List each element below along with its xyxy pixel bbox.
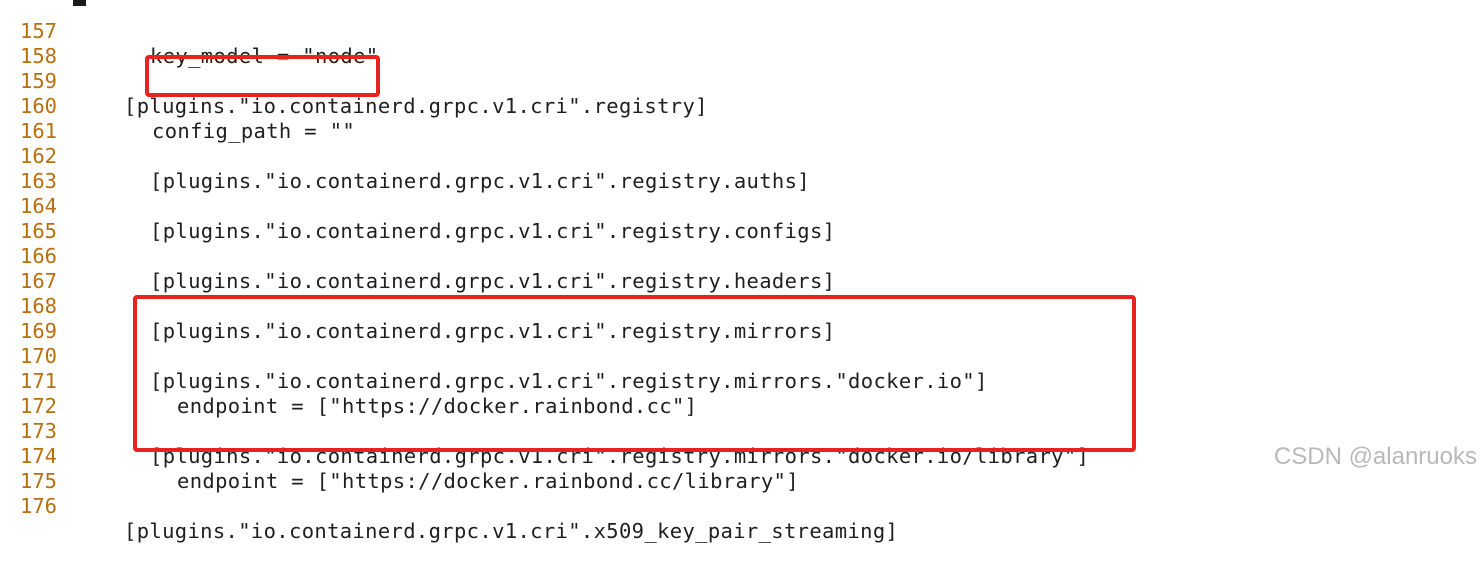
- line-number: 165: [20, 219, 58, 243]
- line-number: 176: [20, 494, 58, 518]
- code-text: endpoint = ["https://docker.rainbond.cc"…: [177, 394, 698, 418]
- code-text: [plugins."io.containerd.grpc.v1.cri".reg…: [150, 169, 810, 193]
- line-number: 157: [20, 19, 58, 43]
- code-text: [plugins."io.containerd.grpc.v1.cri".reg…: [150, 219, 836, 243]
- line-number: 174: [20, 444, 58, 468]
- line-number: 167: [20, 269, 58, 293]
- line-number: 163: [20, 169, 58, 193]
- line-number: 172: [20, 394, 58, 418]
- line-number: 171: [20, 369, 58, 393]
- text-cursor: [73, 0, 86, 6]
- code-line: 166 [plugins."io.containerd.grpc.v1.cri"…: [0, 219, 1481, 293]
- line-number: 158: [20, 44, 58, 68]
- line-number: 161: [20, 119, 58, 143]
- code-line: 164 [plugins."io.containerd.grpc.v1.cri"…: [0, 169, 1481, 243]
- code-line: 158: [0, 19, 1481, 68]
- code-line: 167: [0, 244, 1481, 293]
- highlight-box-mirrors: [133, 295, 1136, 452]
- line-number: 169: [20, 319, 58, 343]
- code-line: 165: [0, 194, 1481, 243]
- code-line: 157 key_model = "node": [0, 0, 1481, 68]
- line-number: 173: [20, 419, 58, 443]
- line-number: 166: [20, 244, 58, 268]
- line-number: 170: [20, 344, 58, 368]
- watermark: CSDN @alanruoks: [1273, 443, 1477, 470]
- highlight-box-config-path: [145, 55, 380, 97]
- line-number: 159: [20, 69, 58, 93]
- line-number: 168: [20, 294, 58, 318]
- line-number: 164: [20, 194, 58, 218]
- code-line: 176 [plugins."io.containerd.grpc.v1.cri"…: [0, 469, 1481, 543]
- code-text: [plugins."io.containerd.grpc.v1.cri".reg…: [124, 94, 708, 118]
- code-line: 160 config_path = "": [0, 69, 1481, 143]
- code-line: 168 [plugins."io.containerd.grpc.v1.cri"…: [0, 269, 1481, 343]
- code-text: [plugins."io.containerd.grpc.v1.cri".reg…: [150, 319, 836, 343]
- code-line: 161: [0, 94, 1481, 143]
- code-text: [plugins."io.containerd.grpc.v1.cri".reg…: [150, 269, 836, 293]
- code-line: 170 [plugins."io.containerd.grpc.v1.cri"…: [0, 319, 1481, 393]
- code-line: 159 [plugins."io.containerd.grpc.v1.cri"…: [0, 44, 1481, 118]
- line-number: 160: [20, 94, 58, 118]
- code-line: 172: [0, 369, 1481, 418]
- code-text: [plugins."io.containerd.grpc.v1.cri".x50…: [124, 519, 899, 543]
- code-line: 171 endpoint = ["https://docker.rainbond…: [0, 344, 1481, 418]
- code-line: 163: [0, 144, 1481, 193]
- code-line: 169: [0, 294, 1481, 343]
- line-number: 162: [20, 144, 58, 168]
- code-text: [plugins."io.containerd.grpc.v1.cri".reg…: [150, 369, 988, 393]
- code-line: 162 [plugins."io.containerd.grpc.v1.cri"…: [0, 119, 1481, 193]
- code-text: config_path = "": [152, 119, 356, 143]
